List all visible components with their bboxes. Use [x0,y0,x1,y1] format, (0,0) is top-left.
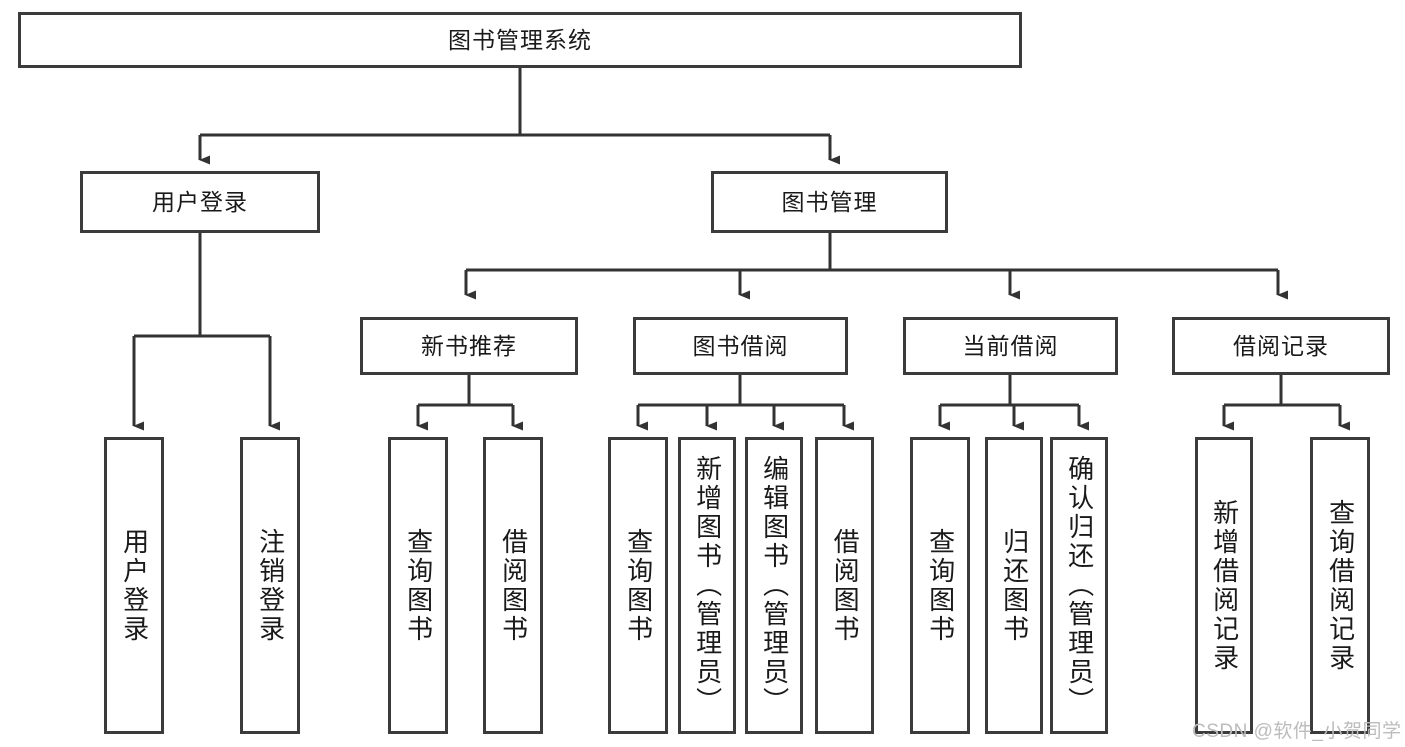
node-leaf-query-record[interactable]: 查询借阅记录 [1310,437,1370,734]
node-borrow-record-label: 借阅记录 [1233,332,1329,359]
node-leaf-user-login[interactable]: 用户登录 [104,437,164,734]
node-leaf-borrow-book-1[interactable]: 借阅图书 [483,437,543,734]
node-leaf-query-book-1-label: 查询图书 [403,527,434,644]
node-leaf-borrow-book-2[interactable]: 借阅图书 [815,437,874,734]
node-leaf-edit-book[interactable]: 编辑图书（管理员） [745,437,803,734]
node-current-borrow[interactable]: 当前借阅 [903,317,1118,375]
node-leaf-query-book-2-label: 查询图书 [623,527,654,644]
node-root-label: 图书管理系统 [448,26,592,53]
node-user-login-label: 用户登录 [152,188,248,215]
node-leaf-borrow-book-1-label: 借阅图书 [498,527,529,644]
node-leaf-confirm-return-label: 确认归还（管理员） [1064,455,1095,716]
node-leaf-return-book[interactable]: 归还图书 [985,437,1043,734]
node-leaf-confirm-return[interactable]: 确认归还（管理员） [1050,437,1108,734]
node-current-borrow-label: 当前借阅 [962,332,1059,359]
node-root[interactable]: 图书管理系统 [18,12,1022,68]
node-leaf-query-book-2[interactable]: 查询图书 [608,437,668,734]
node-leaf-query-book-3-label: 查询图书 [925,527,956,644]
node-book-manage-label: 图书管理 [781,188,878,215]
node-user-login[interactable]: 用户登录 [80,171,320,233]
node-book-borrow[interactable]: 图书借阅 [633,317,848,375]
node-leaf-add-record[interactable]: 新增借阅记录 [1195,437,1253,734]
node-leaf-edit-book-label: 编辑图书（管理员） [759,455,790,716]
node-leaf-add-book[interactable]: 新增图书（管理员） [678,437,736,734]
watermark: CSDN @软件_小贺同学 [1192,721,1402,742]
node-book-borrow-label: 图书借阅 [692,332,789,359]
node-leaf-user-logout[interactable]: 注销登录 [240,437,300,734]
node-leaf-query-record-label: 查询借阅记录 [1325,498,1356,673]
node-leaf-return-book-label: 归还图书 [999,527,1030,644]
node-book-manage[interactable]: 图书管理 [711,171,948,233]
node-leaf-query-book-3[interactable]: 查询图书 [910,437,970,734]
node-leaf-user-login-label: 用户登录 [119,527,150,644]
node-leaf-user-logout-label: 注销登录 [255,527,286,644]
node-new-book-rec[interactable]: 新书推荐 [360,317,578,375]
node-new-book-rec-label: 新书推荐 [421,332,517,359]
node-leaf-query-book-1[interactable]: 查询图书 [388,437,448,734]
node-leaf-add-book-label: 新增图书（管理员） [692,455,723,716]
node-leaf-borrow-book-2-label: 借阅图书 [830,527,861,644]
node-leaf-add-record-label: 新增借阅记录 [1209,498,1240,673]
node-borrow-record[interactable]: 借阅记录 [1172,317,1390,375]
